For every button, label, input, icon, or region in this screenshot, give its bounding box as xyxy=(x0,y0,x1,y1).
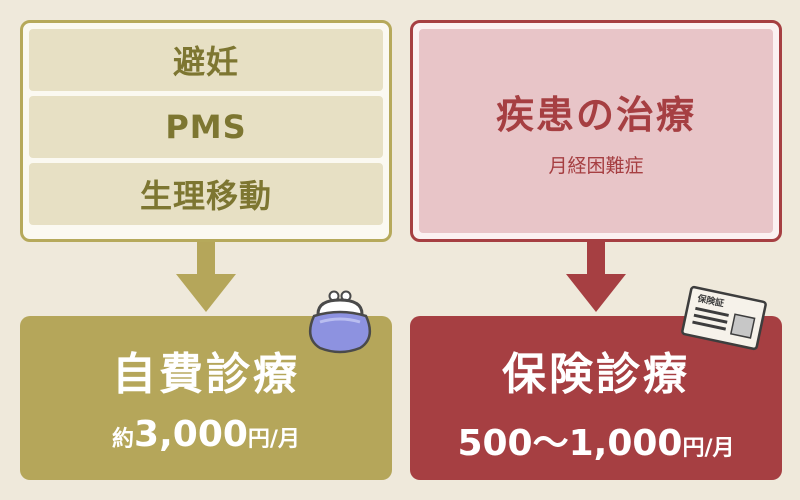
disease-treatment-title: 疾患の治療 xyxy=(495,93,696,137)
price-amount: 3,000 xyxy=(134,414,248,455)
dysmenorrhea-label: 月経困難症 xyxy=(548,155,644,177)
price-prefix: 約 xyxy=(112,427,135,452)
price-unit: 円/月 xyxy=(682,436,735,461)
insured-reason-box: 疾患の治療 月経困難症 xyxy=(410,20,782,242)
insured-title: 保険診療 xyxy=(502,349,690,400)
down-arrow-icon-left xyxy=(176,242,236,312)
reason-period-shift: 生理移動 xyxy=(29,163,383,225)
reason-pms: PMS xyxy=(29,96,383,158)
insured-price: 500～1,000円/月 xyxy=(410,414,782,466)
insured-reason-panel: 疾患の治療 月経困難症 xyxy=(419,29,773,233)
self-pay-title: 自費診療 xyxy=(112,349,300,400)
down-arrow-icon-right xyxy=(566,242,626,312)
self-pay-reasons-box: 避妊 PMS 生理移動 xyxy=(20,20,392,242)
price-unit: 円/月 xyxy=(247,427,300,452)
insured-result-box: 保険診療 500～1,000円/月 xyxy=(410,316,782,480)
insurance-card-icon: 保険証 xyxy=(681,285,767,351)
coin-purse-icon xyxy=(308,290,372,354)
self-pay-price: 約3,000円/月 xyxy=(20,414,392,455)
price-amount: 500～1,000 xyxy=(457,423,683,464)
reason-contraception: 避妊 xyxy=(29,29,383,91)
